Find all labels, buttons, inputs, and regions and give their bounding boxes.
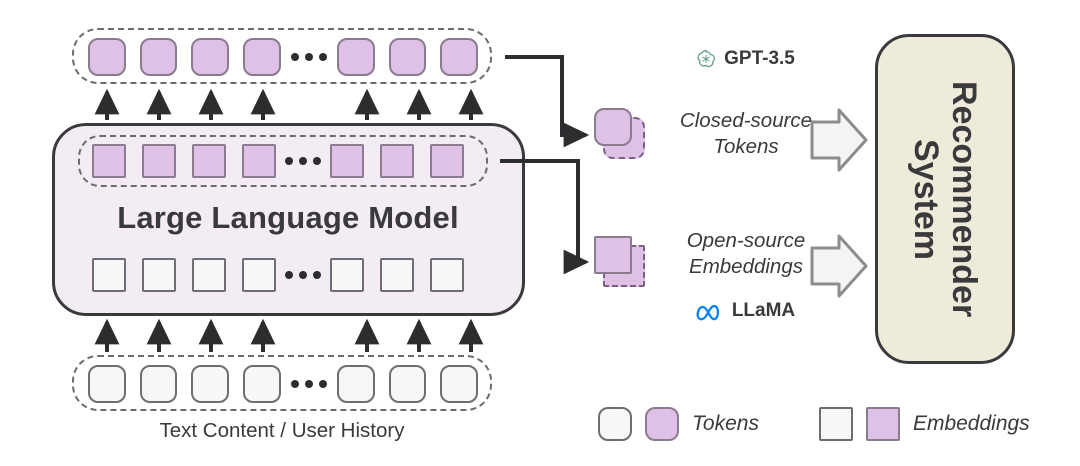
openai-logo-icon [695,48,717,70]
open-source-embedding-stack [594,236,648,290]
stack-front-shape [594,108,632,146]
input-token-cell [139,365,178,403]
meta-logo-icon [695,301,725,321]
closed-source-label: Closed-source Tokens [648,108,844,160]
llama-brand-label: LLaMA [731,300,796,321]
open-source-line1: Open-source [686,229,806,252]
embeddings-capsule [78,135,488,187]
open-source-label: Open-source Embeddings [648,228,844,280]
input-token-cell [191,365,230,403]
recommender-system-label: Recommender System [907,81,983,317]
recommender-line1: Recommender [945,80,984,318]
embedding-cell [330,144,364,178]
legend-embedding-purple-swatch [865,407,900,441]
output-token-cell [388,38,427,76]
input-tokens-capsule [72,355,492,411]
closed-source-line2: Tokens [713,135,779,159]
legend-embeddings-label: Embeddings [912,412,1030,435]
blank-embedding-cell [330,258,364,292]
output-tokens-capsule [72,28,492,84]
closed-source-token-stack [594,108,648,162]
blank-embedding-cell [92,258,126,292]
output-tokens-row [88,38,478,76]
blank-embeddings-row [92,258,477,292]
gpt-brand: GPT-3.5 [650,48,840,70]
ellipsis-icon [290,380,327,388]
embedding-cell [192,144,226,178]
output-token-cell [139,38,178,76]
input-token-cell [440,365,478,403]
embedding-cell [430,144,464,178]
embedding-cell [380,144,414,178]
blank-embedding-cell [380,258,414,292]
legend-tokens-label: Tokens [692,412,759,435]
input-token-cell [243,365,281,403]
llm-title: Large Language Model [117,200,459,235]
output-token-cell [336,38,375,76]
ellipsis-icon [285,271,321,279]
blank-embedding-cell [430,258,464,292]
output-token-cell [191,38,230,76]
gpt-brand-label: GPT-3.5 [724,48,795,69]
embedding-cell [142,144,176,178]
output-token-cell [243,38,281,76]
input-token-cell [388,365,427,403]
recommender-system-box: Recommender System [875,34,1015,364]
ellipsis-icon [290,53,327,61]
legend-token-purple-swatch [645,407,679,441]
recommender-line2: System [907,138,945,260]
input-token-cell [336,365,375,403]
blank-embedding-cell [142,258,176,292]
closed-source-line1: Closed-source [679,109,813,132]
blank-embedding-cell [192,258,226,292]
ellipsis-icon [285,157,321,165]
stack-front-shape [594,236,632,274]
input-caption: Text Content / User History [159,419,405,442]
embedding-cell [92,144,126,178]
output-token-cell [88,38,126,76]
llama-brand: LLaMA [650,300,840,322]
legend-token-blank-swatch [598,407,632,441]
embeddings-row [92,144,477,178]
input-tokens-row [88,365,478,403]
legend: Tokens Embeddings [598,404,1030,444]
embedding-cell [242,144,276,178]
output-token-cell [440,38,478,76]
legend-embedding-blank-swatch [818,407,853,441]
input-token-cell [88,365,126,403]
blank-embedding-cell [242,258,276,292]
open-source-line2: Embeddings [689,255,803,279]
